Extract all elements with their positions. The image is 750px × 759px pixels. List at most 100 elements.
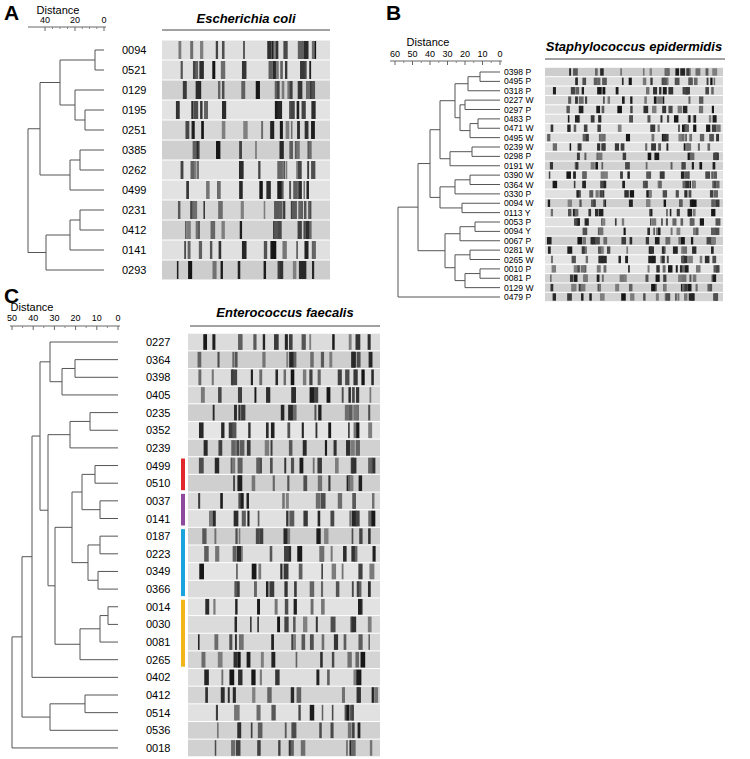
species-title: Enterococcus faecalis — [216, 306, 353, 319]
gel-band — [220, 493, 223, 509]
gel-lane — [188, 704, 380, 721]
gel-band — [575, 162, 579, 169]
gel-band — [713, 115, 717, 122]
gel-band — [261, 121, 263, 139]
gel-band — [566, 106, 569, 113]
gel-band — [583, 275, 588, 282]
gel-band — [213, 599, 215, 615]
gel-band — [238, 723, 241, 739]
gel-band — [345, 705, 350, 721]
strain-label: 0281 W — [504, 246, 534, 255]
gel-band — [213, 261, 217, 279]
gel-band — [369, 564, 374, 580]
gel-band — [342, 687, 345, 703]
gel-band — [215, 458, 219, 474]
gel-band — [266, 387, 270, 403]
tick-label: 10 — [92, 314, 102, 323]
gel-band — [221, 61, 225, 79]
gel-band — [257, 705, 261, 721]
gel-band — [283, 528, 287, 544]
gel-band — [648, 153, 652, 160]
gel-band — [608, 96, 611, 103]
gel-band — [670, 209, 672, 216]
gel-band — [332, 705, 334, 721]
gel-band — [192, 121, 194, 139]
gel-band — [646, 162, 648, 169]
gel-band — [278, 221, 282, 239]
gel-band — [356, 670, 361, 686]
gel-band — [705, 256, 710, 263]
tree-line — [465, 287, 500, 288]
gel-band — [548, 246, 551, 253]
tree-line — [478, 128, 500, 129]
gel-band — [358, 723, 361, 739]
gel-band — [199, 458, 204, 474]
gel-band — [303, 617, 307, 633]
gel-band — [242, 61, 247, 79]
gel-band — [222, 121, 226, 139]
gel-band — [355, 334, 360, 350]
gel-band — [685, 134, 687, 141]
gel-band — [312, 241, 316, 259]
gel-band — [659, 87, 661, 94]
gel-lane — [188, 598, 380, 615]
gel-band — [552, 265, 556, 272]
gel-band — [584, 275, 588, 282]
gel-band — [280, 121, 283, 139]
strain-label: 0398 — [146, 372, 170, 383]
tree-line — [50, 703, 85, 704]
gel-band — [644, 96, 647, 103]
gel-band — [280, 564, 282, 580]
scale-tick — [45, 27, 46, 31]
gel-band — [320, 652, 323, 668]
gel-band — [352, 387, 355, 403]
gel-band — [711, 237, 716, 244]
gel-band — [583, 228, 588, 235]
gel-band — [675, 293, 677, 300]
gel-band — [285, 334, 288, 350]
gel-band — [275, 670, 279, 686]
species-title: Escherichia coli — [197, 12, 296, 25]
gel-band — [310, 581, 314, 597]
gel-band — [693, 125, 696, 132]
gel-band — [310, 201, 312, 219]
gel-band — [314, 387, 318, 403]
gel-band — [368, 528, 371, 544]
tree-line — [80, 230, 104, 231]
gel-band — [254, 581, 257, 597]
gel-band — [615, 143, 619, 150]
gel-band — [711, 228, 716, 235]
gel-lane — [162, 121, 330, 140]
strain-label: 0265 — [146, 654, 170, 665]
gel-band — [293, 723, 295, 739]
gel-band — [254, 387, 256, 403]
gel-band — [243, 41, 245, 59]
scale-minor-tick — [107, 326, 108, 328]
scale-tick — [54, 326, 55, 330]
gel-band — [218, 440, 222, 456]
strain-label: 0227 — [146, 337, 170, 348]
gel-lane — [545, 87, 723, 95]
strain-label: 0231 — [122, 205, 146, 216]
gel-band — [694, 115, 696, 122]
gel-band — [321, 581, 323, 597]
gel-band — [678, 275, 682, 282]
gel-band — [319, 546, 324, 562]
gel-band — [630, 293, 634, 300]
gel-band — [199, 422, 204, 438]
gel-band — [678, 134, 681, 141]
gel-band — [588, 209, 591, 216]
tree-line — [440, 158, 450, 159]
gel-band — [675, 78, 680, 85]
gel-band — [241, 405, 245, 421]
gel-band — [309, 370, 312, 386]
tree-line — [470, 137, 500, 138]
gel-band — [270, 121, 274, 139]
gel-band — [589, 293, 591, 300]
gel-band — [696, 284, 698, 291]
tick-label: 20 — [70, 16, 80, 25]
gel-band — [278, 161, 283, 179]
tree-line — [62, 368, 75, 369]
gel-band — [712, 68, 717, 75]
gel-band — [238, 405, 240, 421]
